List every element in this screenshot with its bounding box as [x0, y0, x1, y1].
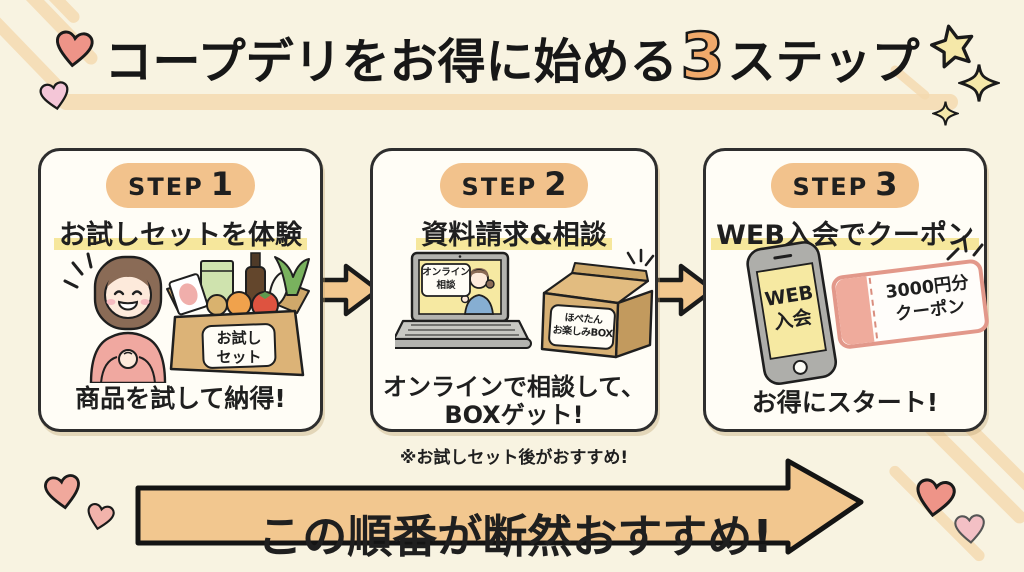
laptop-screen-label: オンライン 相談	[422, 267, 470, 291]
step1-illustration-woman	[55, 247, 175, 385]
step3-badge-word: STEP	[792, 173, 869, 201]
step2-heading: 資料請求&相談	[373, 213, 655, 252]
heart-icon	[44, 474, 80, 510]
step2-note: ※お試しセット後がおすすめ!	[399, 448, 629, 468]
step1-badge-number: 1	[210, 165, 233, 203]
step3-illustration-coupon: 3000円分 クーポン	[827, 248, 995, 359]
step2-illustration-box: ほぺたん お楽しみBOX	[538, 247, 658, 365]
step1-illustration-trial-box: お試し セット	[163, 249, 315, 387]
step1-caption: 商品を試して納得!	[75, 384, 286, 413]
step3-heading: WEB入会でクーポン	[706, 213, 984, 252]
step1-heading: お試しセットを体験	[41, 213, 320, 252]
bottom-arrow-icon	[135, 458, 864, 555]
sparkle-icon	[932, 101, 959, 126]
heart-icon	[39, 81, 69, 111]
page-title-suffix: ステップ	[727, 34, 920, 90]
step2-badge-number: 2	[544, 165, 567, 203]
smartphone-icon	[746, 241, 838, 385]
heart-icon	[954, 514, 985, 544]
step1-badge-word: STEP	[128, 173, 204, 201]
bottom-arrow-label: この順番が断然おすすめ!	[257, 510, 773, 563]
heart-icon	[916, 478, 956, 518]
step3-badge-number: 3	[875, 165, 898, 203]
coupon-icon	[831, 259, 989, 349]
step2-caption: オンラインで相談して、 BOXゲット!	[382, 373, 646, 430]
sparkle-icon	[958, 64, 1000, 102]
sparkle-lines-icon	[946, 235, 984, 261]
step3-illustration-phone: WEB 入会	[731, 234, 853, 396]
heart-icon	[87, 502, 115, 531]
step2-illustration-laptop: オンライン 相談	[390, 251, 533, 351]
laptop-icon	[390, 251, 532, 349]
fun-box-label: ほぺたん お楽しみBOX	[552, 312, 613, 341]
step2-badge-word: STEP	[461, 173, 538, 201]
title-underline-brush-stroke	[58, 94, 958, 110]
happy-woman-icon	[63, 252, 167, 385]
trial-box-icon	[166, 252, 310, 377]
page-title-number: 3	[679, 19, 725, 95]
star-icon	[930, 24, 974, 69]
phone-screen-label: WEB 入会	[763, 281, 815, 334]
cardboard-box-icon	[540, 248, 655, 359]
heart-icon	[56, 30, 94, 68]
page-title-prefix: コープデリをお得に始める	[104, 34, 678, 90]
step3-caption: お得にスタート!	[751, 388, 939, 417]
trial-box-label: お試し セット	[216, 329, 262, 366]
